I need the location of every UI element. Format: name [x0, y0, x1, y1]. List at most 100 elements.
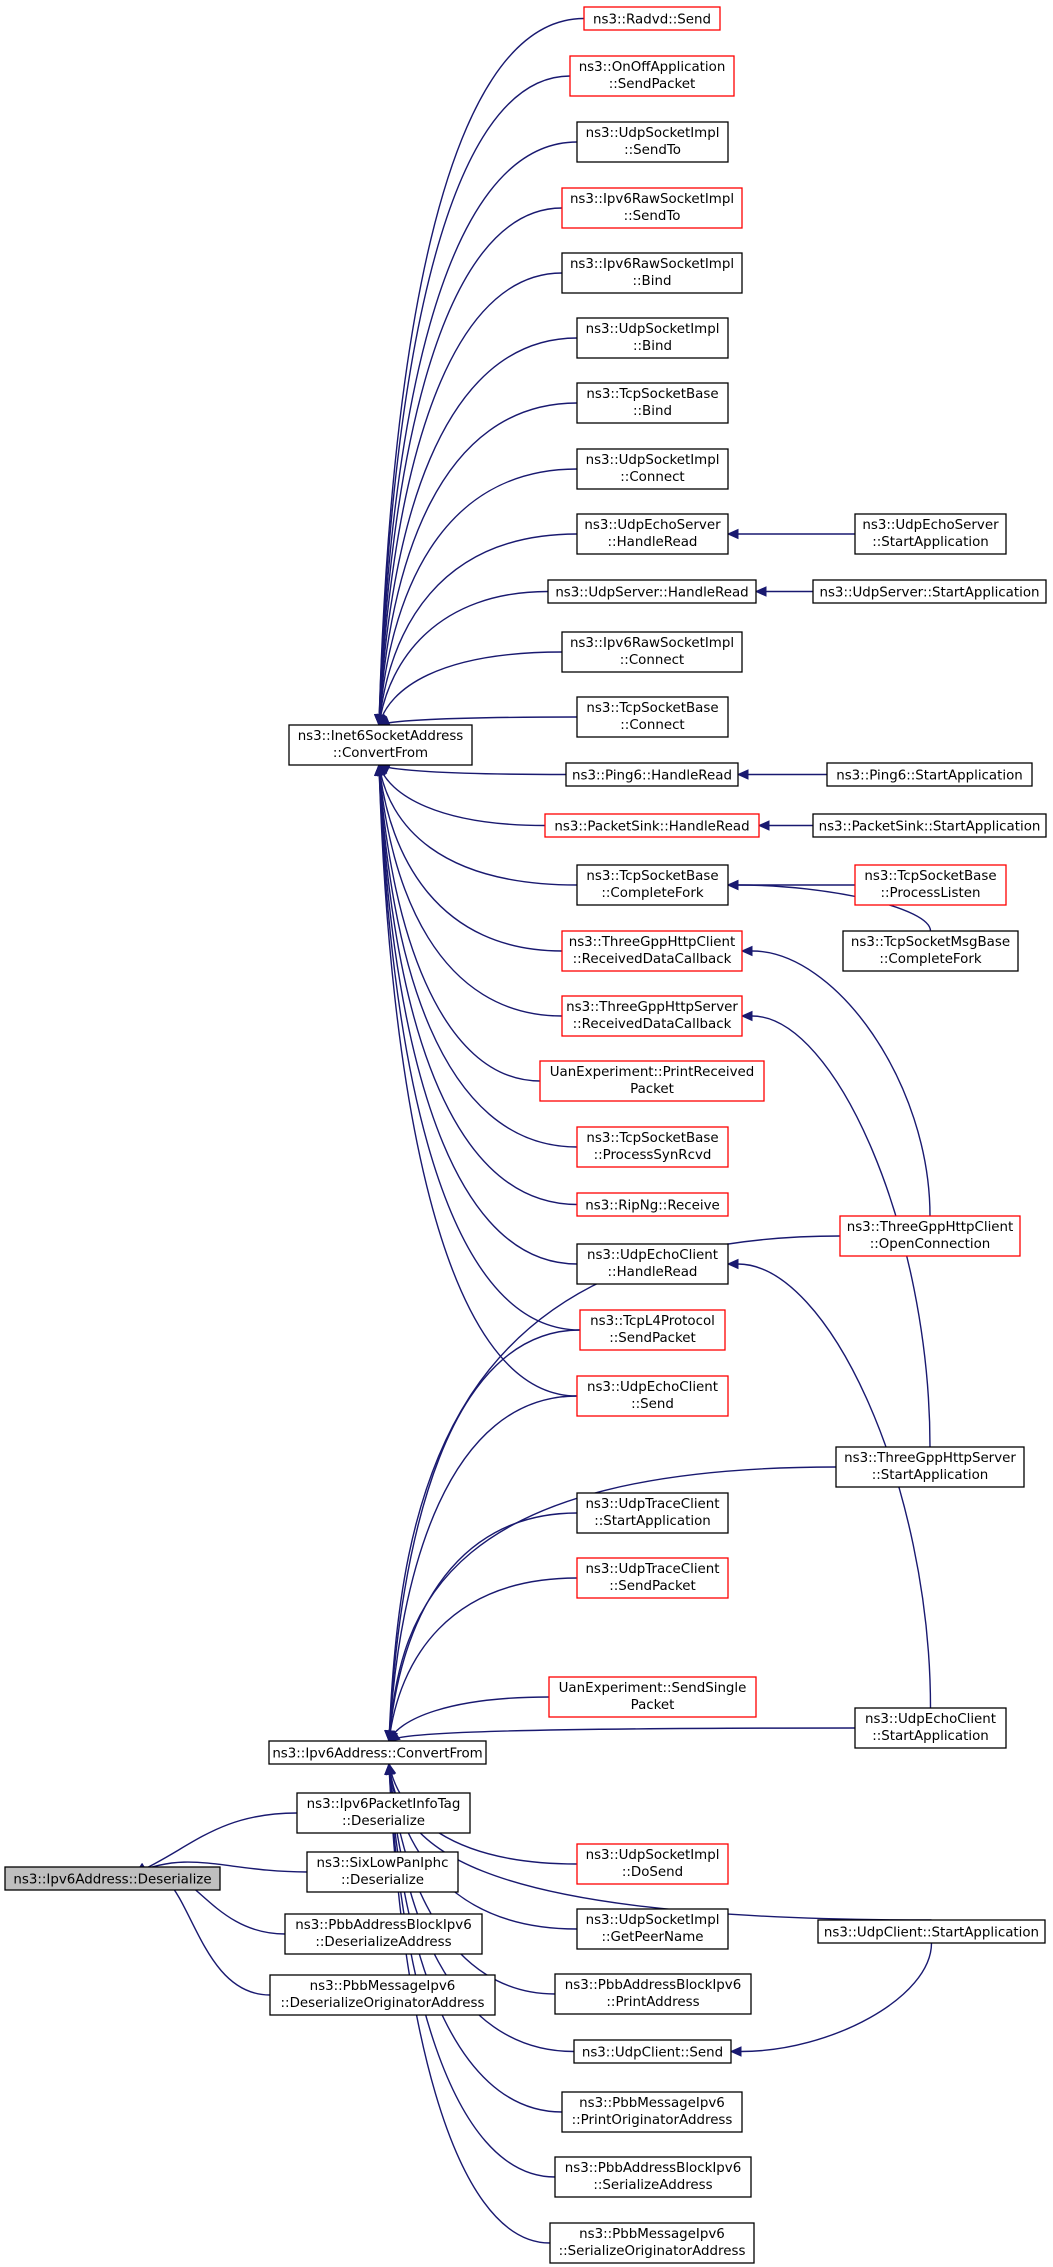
- edge-line: [378, 764, 567, 776]
- node-box: [561, 631, 743, 673]
- node-label: ::SerializeOriginatorAddress: [559, 2244, 746, 2259]
- node-ipv6cf[interactable]: ns3::Ipv6Address::ConvertFrom: [268, 1740, 487, 1765]
- node-echoclientsend[interactable]: ns3::UdpEchoClient::Send: [576, 1375, 729, 1417]
- edge-line: [378, 590, 549, 726]
- node-udpclientsend[interactable]: ns3::UdpClient::Send: [573, 2039, 732, 2064]
- node-tracestart[interactable]: ns3::UdpTraceClient::StartApplication: [576, 1492, 729, 1534]
- node-httpserverrdc[interactable]: ns3::ThreeGppHttpServer::ReceivedDataCal…: [561, 995, 743, 1037]
- edge-line: [378, 764, 578, 1265]
- node-sinkhr[interactable]: ns3::PacketSink::HandleRead: [544, 813, 760, 838]
- node-tcplisten[interactable]: ns3::TcpSocketBase::ProcessListen: [854, 864, 1007, 906]
- node-tcpconnect[interactable]: ns3::TcpSocketBase::Connect: [576, 696, 729, 738]
- node-label: ns3::Ipv6Address::Deserialize: [13, 1873, 211, 1888]
- edge-arrowhead: [387, 1730, 401, 1742]
- node-label: ::StartApplication: [872, 1468, 989, 1483]
- node-msgfork[interactable]: ns3::TcpSocketMsgBase::CompleteFork: [842, 930, 1019, 972]
- node-udpconnect[interactable]: ns3::UdpSocketImpl::Connect: [576, 448, 729, 490]
- node-onoff[interactable]: ns3::OnOffApplication::SendPacket: [569, 55, 735, 97]
- node-box: [561, 252, 743, 294]
- node-sixlow[interactable]: ns3::SixLowPanIphc::Deserialize: [306, 1851, 459, 1893]
- edge-inet6-tcpbind: [374, 402, 578, 727]
- node-ripng[interactable]: ns3::RipNg::Receive: [576, 1192, 729, 1217]
- edge-inet6-echoclienthr: [374, 763, 578, 1265]
- edge-line: [378, 764, 563, 952]
- node-label: ::SerializeAddress: [593, 2178, 712, 2193]
- node-udpbind[interactable]: ns3::UdpSocketImpl::Bind: [576, 317, 729, 359]
- node-box: [576, 513, 729, 555]
- node-box: [296, 1792, 471, 1834]
- node-pbbmsgdes[interactable]: ns3::PbbMessageIpv6::DeserializeOriginat…: [269, 1974, 496, 2016]
- node-label: ::PrintAddress: [606, 1995, 699, 2010]
- node-tcpfork[interactable]: ns3::TcpSocketBase::CompleteFork: [576, 864, 729, 906]
- edge-line: [388, 1329, 581, 1742]
- node-echoserverstart[interactable]: ns3::UdpEchoServer::StartApplication: [854, 513, 1007, 555]
- node-rawbind[interactable]: ns3::Ipv6RawSocketImpl::Bind: [561, 252, 743, 294]
- edge-line: [388, 1512, 578, 1742]
- node-box: [306, 1851, 459, 1893]
- edge-arrowhead: [740, 1010, 753, 1022]
- graph-nodes: ns3::Ipv6Address::Deserialize ns3::Inet6S…: [4, 6, 1047, 2264]
- edge-line: [388, 1763, 932, 1921]
- node-label: ns3::TcpSocketBase: [586, 701, 718, 716]
- node-label: ns3::TcpSocketBase: [586, 1131, 718, 1146]
- edge-inet6-tcpl4: [374, 763, 581, 1331]
- node-label: ns3::UdpEchoClient: [587, 1380, 718, 1395]
- node-pbbser[interactable]: ns3::PbbAddressBlockIpv6::SerializeAddre…: [554, 2156, 752, 2198]
- node-inet6[interactable]: ns3::Inet6SocketAddress::ConvertFrom: [288, 724, 473, 766]
- node-dosend[interactable]: ns3::UdpSocketImpl::DoSend: [576, 1843, 729, 1885]
- node-tcpsynrcvd[interactable]: ns3::TcpSocketBase::ProcessSynRcvd: [576, 1126, 729, 1168]
- node-label: ns3::Ipv6RawSocketImpl: [570, 257, 734, 272]
- node-label: ns3::UdpSocketImpl: [586, 1913, 720, 1928]
- node-httpopen[interactable]: ns3::ThreeGppHttpClient::OpenConnection: [839, 1215, 1021, 1257]
- node-label: ::Connect: [620, 718, 684, 733]
- node-ping6hr[interactable]: ns3::Ping6::HandleRead: [565, 762, 739, 787]
- node-rawsendto[interactable]: ns3::Ipv6RawSocketImpl::SendTo: [561, 187, 743, 229]
- node-udpserverhr[interactable]: ns3::UdpServer::HandleRead: [547, 579, 757, 604]
- node-pbbprint[interactable]: ns3::PbbAddressBlockIpv6::PrintAddress: [554, 1973, 752, 2015]
- edge-inet6-ping6hr: [377, 764, 567, 776]
- node-box: [561, 2091, 743, 2133]
- node-ping6start[interactable]: ns3::Ping6::StartApplication: [826, 762, 1033, 787]
- node-echoclienthr[interactable]: ns3::UdpEchoClient::HandleRead: [576, 1243, 729, 1285]
- node-httpclientrdc[interactable]: ns3::ThreeGppHttpClient::ReceivedDataCal…: [561, 930, 743, 972]
- node-label: ns3::Ipv6Address::ConvertFrom: [272, 1747, 482, 1762]
- edge-ipv6cf-uansend: [388, 1696, 550, 1743]
- node-box: [573, 2039, 732, 2064]
- edge-inet6-rawsendto: [374, 207, 563, 727]
- node-box: [554, 2156, 752, 2198]
- node-pktinfo[interactable]: ns3::Ipv6PacketInfoTag::Deserialize: [296, 1792, 471, 1834]
- edge-line: [378, 764, 578, 886]
- node-sinkstart[interactable]: ns3::PacketSink::StartApplication: [812, 813, 1047, 838]
- node-label: ::CompleteFork: [879, 952, 981, 967]
- node-label: ns3::PbbMessageIpv6: [579, 2227, 725, 2242]
- node-box: [854, 864, 1007, 906]
- edge-inet6-udpbind: [374, 337, 578, 727]
- node-pbbmsgprint[interactable]: ns3::PbbMessageIpv6::PrintOriginatorAddr…: [561, 2091, 743, 2133]
- node-udpserverstart[interactable]: ns3::UdpServer::StartApplication: [812, 579, 1047, 604]
- edge-line: [388, 1577, 578, 1742]
- node-label: ::SendPacket: [609, 1579, 696, 1594]
- node-rawconnect[interactable]: ns3::Ipv6RawSocketImpl::Connect: [561, 631, 743, 673]
- node-pbbmsgser[interactable]: ns3::PbbMessageIpv6::SerializeOriginator…: [549, 2222, 755, 2264]
- node-label: ::SendPacket: [609, 1331, 696, 1346]
- node-echoserverhr[interactable]: ns3::UdpEchoServer::HandleRead: [576, 513, 729, 555]
- node-udpclientstart[interactable]: ns3::UdpClient::StartApplication: [817, 1919, 1046, 1944]
- node-root: ns3::Ipv6Address::Deserialize: [4, 1866, 221, 1891]
- node-label: ::HandleRead: [608, 535, 698, 550]
- node-box: [554, 1973, 752, 2015]
- node-radvd[interactable]: ns3::Radvd::Send: [583, 6, 721, 31]
- node-udpsendto[interactable]: ns3::UdpSocketImpl::SendTo: [576, 121, 729, 163]
- node-tcpbind[interactable]: ns3::TcpSocketBase::Bind: [576, 382, 729, 424]
- edge-arrowhead: [374, 763, 385, 776]
- node-echoclientstart[interactable]: ns3::UdpEchoClient::StartApplication: [854, 1707, 1007, 1749]
- node-label: ns3::ThreeGppHttpServer: [566, 1000, 738, 1015]
- node-tracesend[interactable]: ns3::UdpTraceClient::SendPacket: [576, 1557, 729, 1599]
- node-label: UanExperiment::PrintReceived: [550, 1065, 755, 1080]
- node-getpeer[interactable]: ns3::UdpSocketImpl::GetPeerName: [576, 1908, 729, 1950]
- node-tcpl4[interactable]: ns3::TcpL4Protocol::SendPacket: [579, 1309, 726, 1351]
- node-box: [576, 696, 729, 738]
- node-pbbblockdes[interactable]: ns3::PbbAddressBlockIpv6::DeserializeAdd…: [284, 1913, 483, 1955]
- node-httpserverstart[interactable]: ns3::ThreeGppHttpServer::StartApplicatio…: [835, 1446, 1025, 1488]
